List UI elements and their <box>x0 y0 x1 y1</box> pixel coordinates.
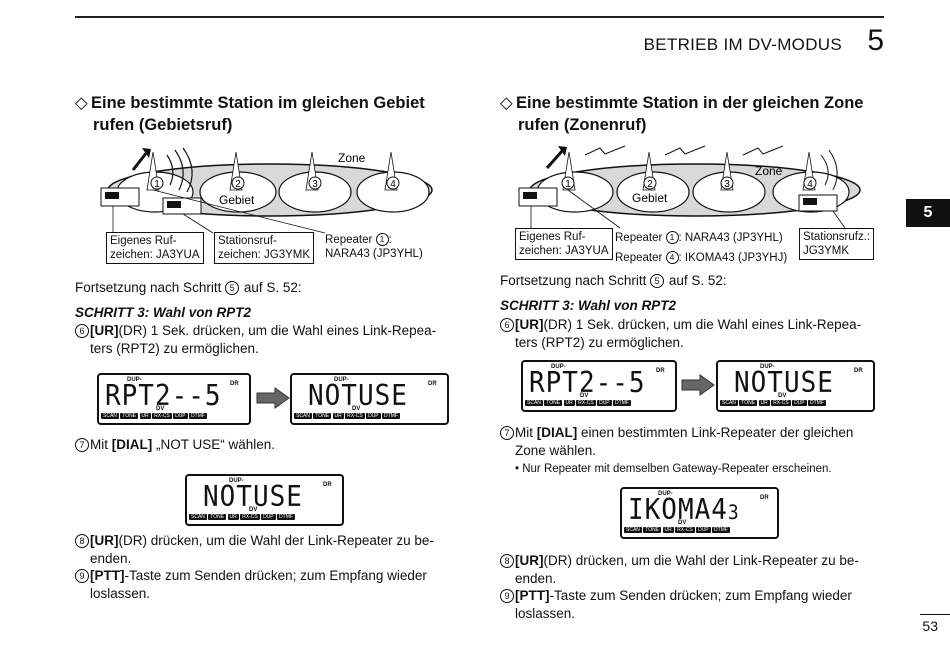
right-repeater-labels: Repeater 1: NARA43 (JP3YHL) Repeater 4: … <box>615 231 788 264</box>
page-number: 53 <box>922 618 938 634</box>
diamond-icon: ◇ <box>75 94 88 112</box>
right-lcd-rpt2: DUP- DR RPT2--5 DV SCAN TONE UR RX-CS DU… <box>521 360 677 412</box>
right-lcd-notuse: DUP- DR NOTUSE DV SCAN TONE UR RX-CS DUP… <box>716 360 875 412</box>
left-continuation: Fortsetzung nach Schritt 5 auf S. 52: <box>75 280 302 295</box>
header-rule <box>75 16 884 18</box>
right-station-call-box: Stationsrufz.:JG3YMK <box>799 228 875 260</box>
arrow-right-icon <box>256 387 290 409</box>
right-heading-line1: Eine bestimmte Station in der gleichen Z… <box>516 94 864 112</box>
left-own-call-box: Eigenes Ruf-zeichen: JA3YUA <box>106 232 204 264</box>
chapter-title: BETRIEB IM DV-MODUS <box>643 35 842 54</box>
left-area-label: Gebiet <box>219 193 255 207</box>
right-step6: 6[UR](DR) 1 Sek. drücken, um die Wahl ei… <box>500 316 890 352</box>
right-section-heading: ◇Eine bestimmte Station in der gleichen … <box>500 92 900 136</box>
left-lcd-notuse-2: DUP- DR NOTUSE DV SCAN TONE UR RX-CS DUP… <box>185 474 344 526</box>
left-step-heading: SCHRITT 3: Wahl von RPT2 <box>75 305 252 320</box>
left-heading-line2: rufen (Gebietsruf) <box>93 116 233 134</box>
left-area-diagram: 1 2 3 4 Zone Gebiet <box>100 147 433 234</box>
right-step9: 9[PTT]-Taste zum Senden drücken; zum Emp… <box>500 587 890 623</box>
right-heading-line2: rufen (Zonenruf) <box>518 116 647 134</box>
right-diag-num-4: 4 <box>807 179 813 190</box>
right-diag-num-1: 1 <box>565 179 571 190</box>
left-zone-label: Zone <box>338 151 366 165</box>
left-diag-num-2: 2 <box>235 179 241 190</box>
left-repeater-label: Repeater 1: NARA43 (JP3YHL) <box>325 233 423 260</box>
right-step7-note: • Nur Repeater mit demselben Gateway-Rep… <box>515 463 832 475</box>
left-step8: 8[UR](DR) drücken, um die Wahl der Link-… <box>75 532 465 568</box>
right-diag-num-2: 2 <box>647 179 653 190</box>
page-number-rule <box>920 614 950 615</box>
left-lcd-notuse: DUP- DR NOTUSE DV SCAN TONE UR RX-CS DUP… <box>290 373 449 425</box>
left-diag-num-3: 3 <box>312 179 318 190</box>
arrow-right-icon <box>681 374 715 396</box>
right-continuation: Fortsetzung nach Schritt 5 auf S. 52: <box>500 273 727 288</box>
right-zone-label: Zone <box>755 164 783 178</box>
right-zone-diagram: 1 2 3 4 Zone Gebiet <box>518 145 861 229</box>
diamond-icon: ◇ <box>500 94 513 112</box>
left-heading-line1: Eine bestimmte Station im gleichen Gebie… <box>91 94 425 112</box>
left-diag-num-4: 4 <box>390 179 396 190</box>
right-diag-num-3: 3 <box>724 179 730 190</box>
left-step6: 6[UR](DR) 1 Sek. drücken, um die Wahl ei… <box>75 322 465 358</box>
chapter-tab: 5 <box>906 199 950 227</box>
left-diag-num-1: 1 <box>154 179 160 190</box>
right-area-label: Gebiet <box>632 191 668 205</box>
chapter-number: 5 <box>867 24 884 57</box>
right-step-heading: SCHRITT 3: Wahl von RPT2 <box>500 298 677 313</box>
left-step9: 9[PTT]-Taste zum Senden drücken; zum Emp… <box>75 567 465 603</box>
left-station-call-box: Stationsruf-zeichen: JG3YMK <box>214 232 315 264</box>
left-section-heading: ◇Eine bestimmte Station im gleichen Gebi… <box>75 92 475 136</box>
right-step8: 8[UR](DR) drücken, um die Wahl der Link-… <box>500 552 890 588</box>
left-lcd-rpt2: DUP- DR RPT2--5 DV SCAN TONE UR RX-CS DU… <box>97 373 251 425</box>
right-lcd-ikoma: DUP- DR IKOMA43 DV SCAN TONE UR RX-CS DU… <box>620 487 779 539</box>
right-own-call-box: Eigenes Ruf-zeichen: JA3YUA <box>515 228 613 260</box>
